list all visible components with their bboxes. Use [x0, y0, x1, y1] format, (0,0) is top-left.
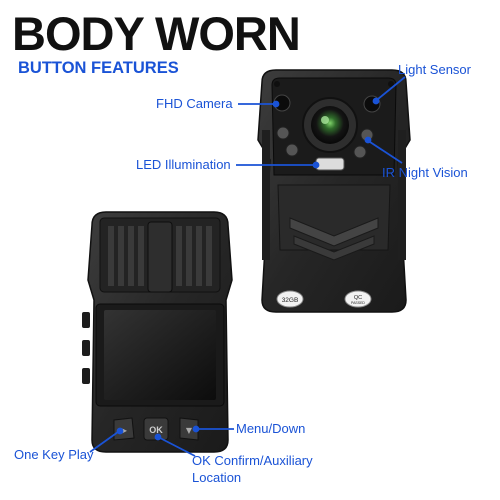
label-fhd-camera: FHD Camera [156, 96, 233, 111]
left-grip [262, 130, 270, 260]
leader-one-key-play [89, 431, 119, 453]
screw-icon [274, 81, 280, 87]
side-button [82, 312, 90, 328]
menu-down-icon: ▼ [186, 426, 193, 435]
front-camera: 32GB QC PASSED [257, 69, 411, 313]
right-grip [398, 130, 406, 260]
qc-sticker [344, 290, 372, 308]
menu-button [179, 417, 199, 441]
clip-mount [147, 221, 173, 293]
storage-sticker [276, 290, 304, 308]
label-menu-down: Menu/Down [236, 421, 306, 436]
leader-ok-confirm [159, 437, 196, 457]
page-title: BODY WORN [12, 7, 301, 60]
label-ok-confirm-line1: OK Confirm/Auxiliary [192, 453, 313, 468]
screw-icon [388, 81, 394, 87]
label-ir-night-vision: IR Night Vision [382, 165, 468, 180]
clip-ribs [108, 226, 212, 286]
side-button [82, 368, 90, 384]
lens-highlight [321, 116, 329, 124]
label-one-key-play: One Key Play [14, 447, 94, 462]
play-icon: ▶ [121, 426, 128, 435]
leader-dot-icon [372, 97, 380, 105]
led-illumination-light [315, 157, 345, 171]
leader-dot-icon [364, 136, 372, 144]
play-button [113, 417, 135, 441]
qc-sticker-subtext: PASSED [351, 301, 365, 305]
leader-ir-night-vision [369, 141, 403, 164]
ir-led-left-upper [276, 126, 290, 140]
leader-dot-icon [312, 161, 320, 169]
qc-sticker-text: QC [354, 295, 362, 301]
leader-dot-icon [272, 100, 280, 108]
fhd-lens [311, 106, 349, 144]
label-light-sensor: Light Sensor [398, 62, 471, 77]
chevron-upper [289, 217, 379, 247]
chevron-lower [293, 235, 375, 261]
leader-lines [89, 76, 406, 457]
ok-button-text: OK [149, 425, 163, 435]
leader-dot-icon [192, 425, 200, 433]
leader-dot-icon [116, 427, 124, 435]
label-led-illumination: LED Illumination [136, 157, 231, 172]
ir-led-right-lower [353, 145, 367, 159]
storage-sticker-text: 32GB [282, 297, 299, 304]
ir-led-left-lower [285, 143, 299, 157]
lcd-screen [104, 310, 216, 400]
label-ok-confirm-line2: Location [192, 470, 242, 485]
ok-button [143, 417, 169, 441]
leader-dot-icon [154, 433, 162, 441]
back-camera: ▶ OK ▼ [82, 211, 233, 453]
side-button [82, 340, 90, 356]
page-subtitle: BUTTON FEATURES [18, 59, 179, 77]
leader-light-sensor [377, 76, 406, 100]
